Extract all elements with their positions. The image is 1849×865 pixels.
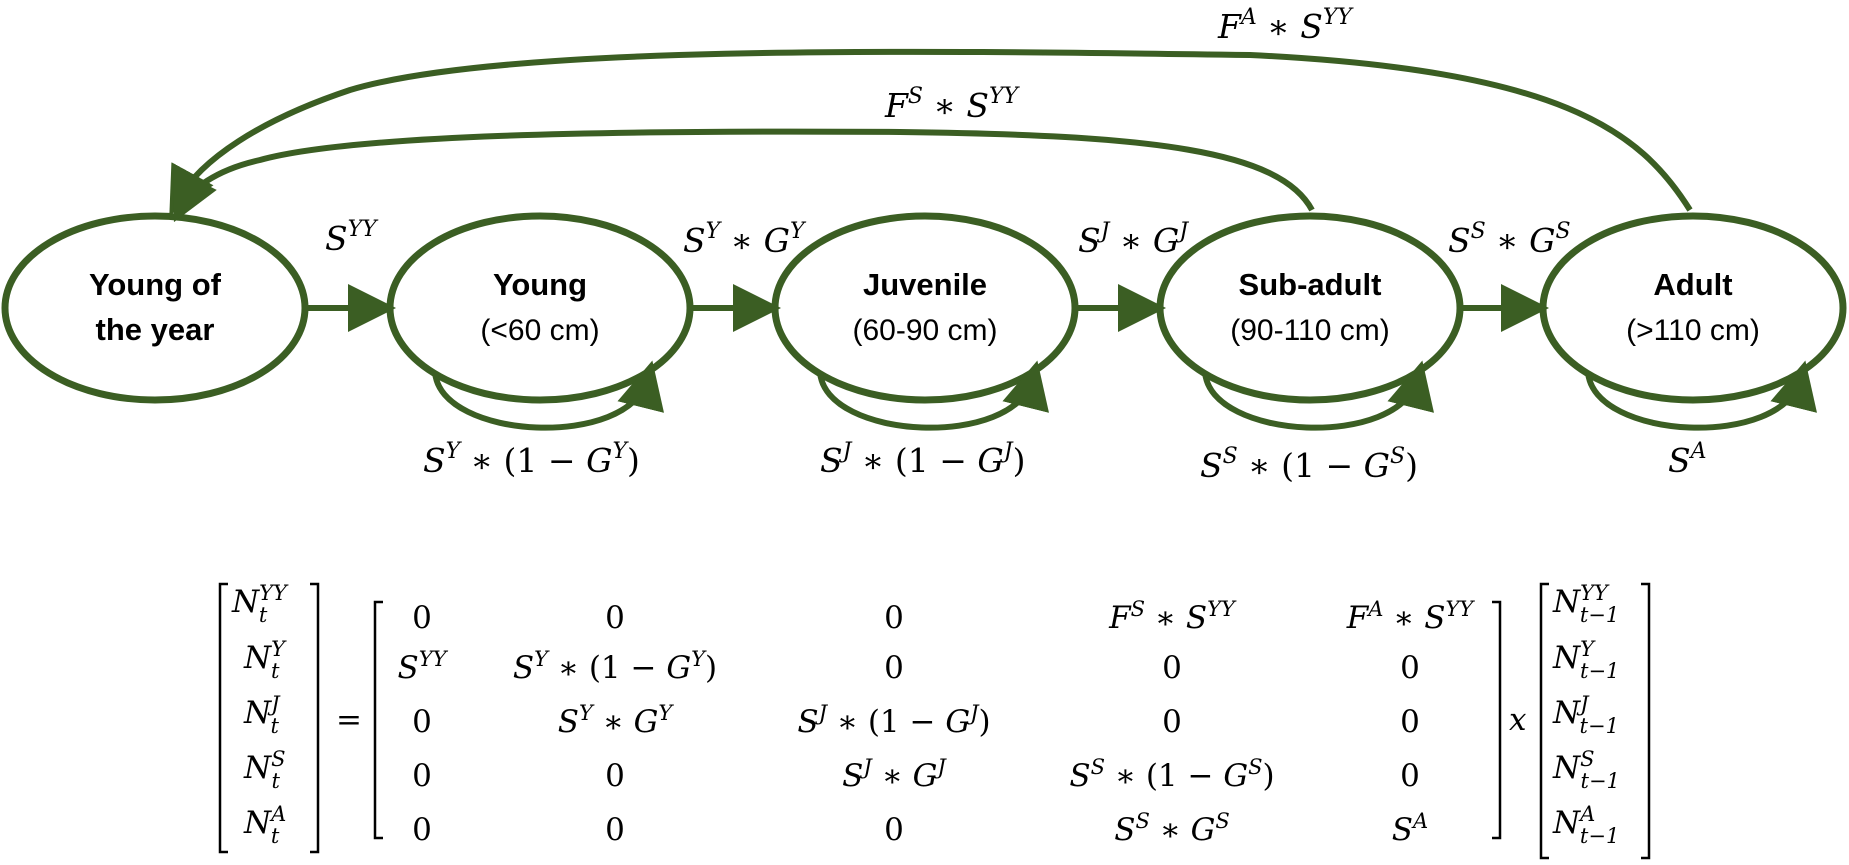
matrix-cell-fs-syy: FS ∗ SYY [1108,597,1237,636]
label-young-self: SY ∗ (1 − GY) [423,439,640,480]
stage-label-yoy-line2: the year [96,312,215,347]
matrix-cell: 0 [605,600,625,636]
self-loop-sub-adult [1202,360,1434,431]
matrix-cell-sj-gj: SJ ∗ GJ [842,755,947,794]
matrix-cell-syy: SYY [398,647,449,686]
multiply-x: x [1509,702,1527,738]
svg-text:NYt: NYt [243,637,287,683]
matrix-cell: 0 [412,758,432,794]
matrix-cell-sy-1-gy: SY ∗ (1 − GY) [513,647,717,686]
matrix-cell: 0 [1162,650,1182,686]
svg-text:NSt−1: NSt−1 [1552,747,1620,793]
stage-label-yoy-line1: Young of [89,267,222,302]
stage-label-sub-adult: Sub-adult [1239,267,1382,302]
label-young-to-juvenile: SY ∗ GY [683,219,807,260]
fecundity-arc-adult [169,48,1693,216]
svg-text:NJt: NJt [243,692,281,738]
matrix-cell: 0 [884,812,904,848]
rhs-bracket-right [1641,582,1651,860]
matrix-cell: 0 [605,758,625,794]
matrix-cell-ss-1-gs: SS ∗ (1 − GS) [1069,755,1274,794]
matrix-cell-fa-syy: FA ∗ SYY [1346,597,1476,636]
matrix-cell: 0 [884,600,904,636]
matrix-cell: 0 [1400,704,1420,740]
svg-text:NYt−1: NYt−1 [1552,637,1619,683]
stage-size-young: (<60 cm) [480,314,599,347]
matrix-cell: 0 [884,650,904,686]
matrix-bracket-right [1492,600,1502,840]
matrix-cell-ss-gs: SS ∗ GS [1114,809,1230,848]
matrix-cell: 0 [1162,704,1182,740]
lhs-bracket-left [218,582,228,854]
svg-text:NAt: NAt [243,802,286,848]
label-subadult-fecundity: FS ∗ SYY [884,84,1021,125]
rhs-bracket-left [1539,582,1549,860]
stage-size-sub-adult: (90-110 cm) [1230,314,1390,347]
label-adult-fecundity: FA ∗ SYY [1217,5,1354,46]
label-juvenile-self: SJ ∗ (1 − GJ) [820,439,1025,480]
svg-text:NSt: NSt [243,747,286,793]
matrix-cell: 0 [412,600,432,636]
label-juvenile-to-subadult: SJ ∗ GJ [1078,219,1189,260]
fecundity-arc-sub-adult [173,128,1315,223]
stage-label-juvenile: Juvenile [863,267,987,302]
matrix-cell-sj-1-gj: SJ ∗ (1 − GJ) [797,701,990,740]
matrix-cell-sy-gy: SY ∗ GY [558,701,675,740]
transition-matrix: 0 0 0 FS ∗ SYY FA ∗ SYY SYY SY ∗ (1 − GY… [398,597,1476,848]
matrix-cell: 0 [1400,650,1420,686]
svg-text:NAt−1: NAt−1 [1552,802,1619,848]
matrix-cell: 0 [412,812,432,848]
label-adult-self: SA [1668,439,1707,480]
stage-node-young-of-the-year [1,212,309,404]
matrix-cell: 0 [412,704,432,740]
matrix-bracket-left [373,600,383,840]
self-loop-juvenile [817,360,1049,431]
stage-label-young: Young [493,267,587,302]
stage-size-adult: (>110 cm) [1626,314,1760,347]
label-subadult-self: SS ∗ (1 − GS) [1200,444,1418,485]
matrix-cell: 0 [605,812,625,848]
self-loop-young [432,360,664,431]
equals-sign: = [336,702,362,738]
stage-label-adult: Adult [1653,267,1732,302]
stage-size-juvenile: (60-90 cm) [852,314,997,347]
label-subadult-to-adult: SS ∗ GS [1448,219,1571,260]
svg-text:NJt−1: NJt−1 [1552,692,1619,738]
lhs-bracket-right [310,582,320,854]
label-yoy-to-young: SYY [325,217,379,258]
matrix-cell-sa: SA [1392,809,1428,848]
self-loop-adult [1585,360,1817,431]
matrix-cell: 0 [1400,758,1420,794]
